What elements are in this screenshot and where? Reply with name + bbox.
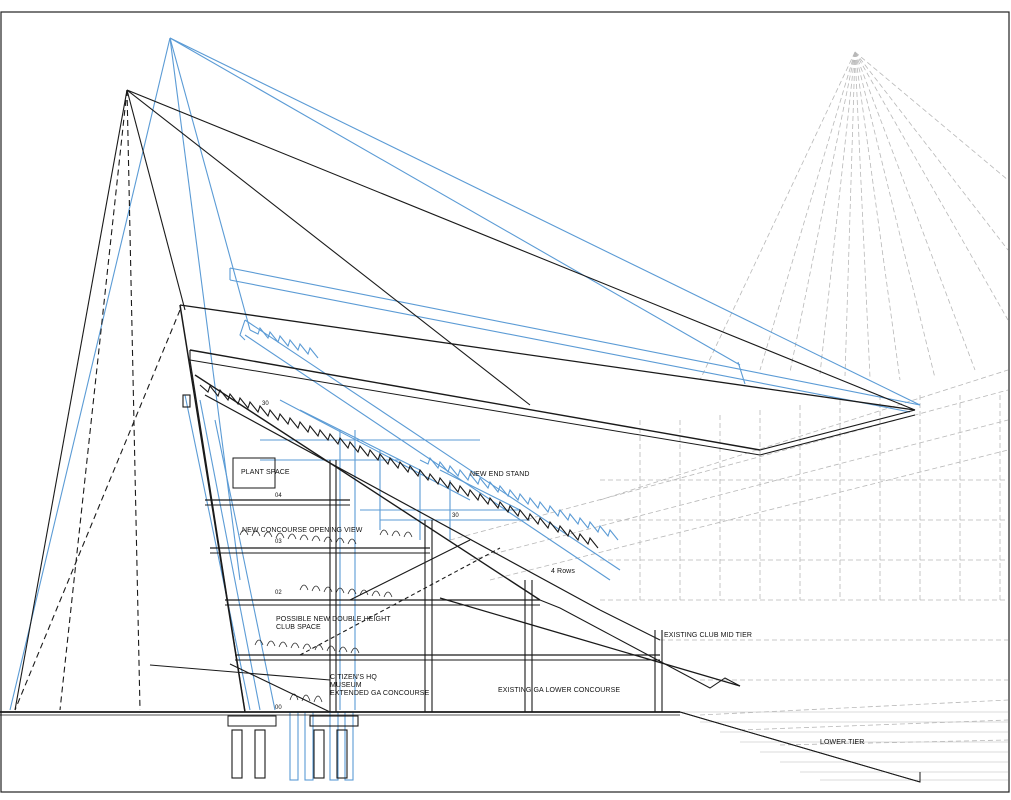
lower-tier-hatch — [680, 711, 1008, 781]
new-end-stand-label: NEW END STAND — [470, 471, 530, 478]
extended-ga-label: EXTENDED GA CONCOURSE — [330, 690, 430, 697]
drawing-border — [0, 11, 1010, 793]
possible-double-label: POSSIBLE NEW DOUBLE HEIGHT — [276, 616, 391, 623]
club-space-label: CLUB SPACE — [276, 624, 321, 631]
level-number-30-lower: 30 — [452, 513, 459, 519]
existing-ga-label: EXISTING GA LOWER CONCOURSE — [498, 687, 620, 694]
existing-stadium-outline — [449, 51, 1009, 746]
plant-space-label: PLANT SPACE — [241, 469, 290, 476]
level-number-04: 04 — [275, 493, 282, 499]
hq-label: CITIZEN'S HQ — [330, 674, 377, 681]
level-number-02: 02 — [275, 590, 282, 596]
level-number-03: 03 — [275, 539, 282, 545]
lower-tier-label: LOWER TIER — [820, 739, 864, 746]
level-number-00: 00 — [275, 705, 282, 711]
museum-label: MUSEUM — [330, 682, 362, 689]
seated-figures — [239, 529, 413, 703]
existing-club-tier — [439, 597, 741, 689]
new-stand-section — [0, 89, 921, 783]
new-concourse-label: NEW CONCOURSE OPENING VIEW — [242, 527, 363, 534]
proposed-overlay — [9, 37, 921, 781]
existing-club-label: EXISTING CLUB MID TIER — [664, 632, 752, 639]
level-number-30: 30 — [262, 401, 269, 407]
rows-label: 4 Rows — [551, 568, 575, 575]
